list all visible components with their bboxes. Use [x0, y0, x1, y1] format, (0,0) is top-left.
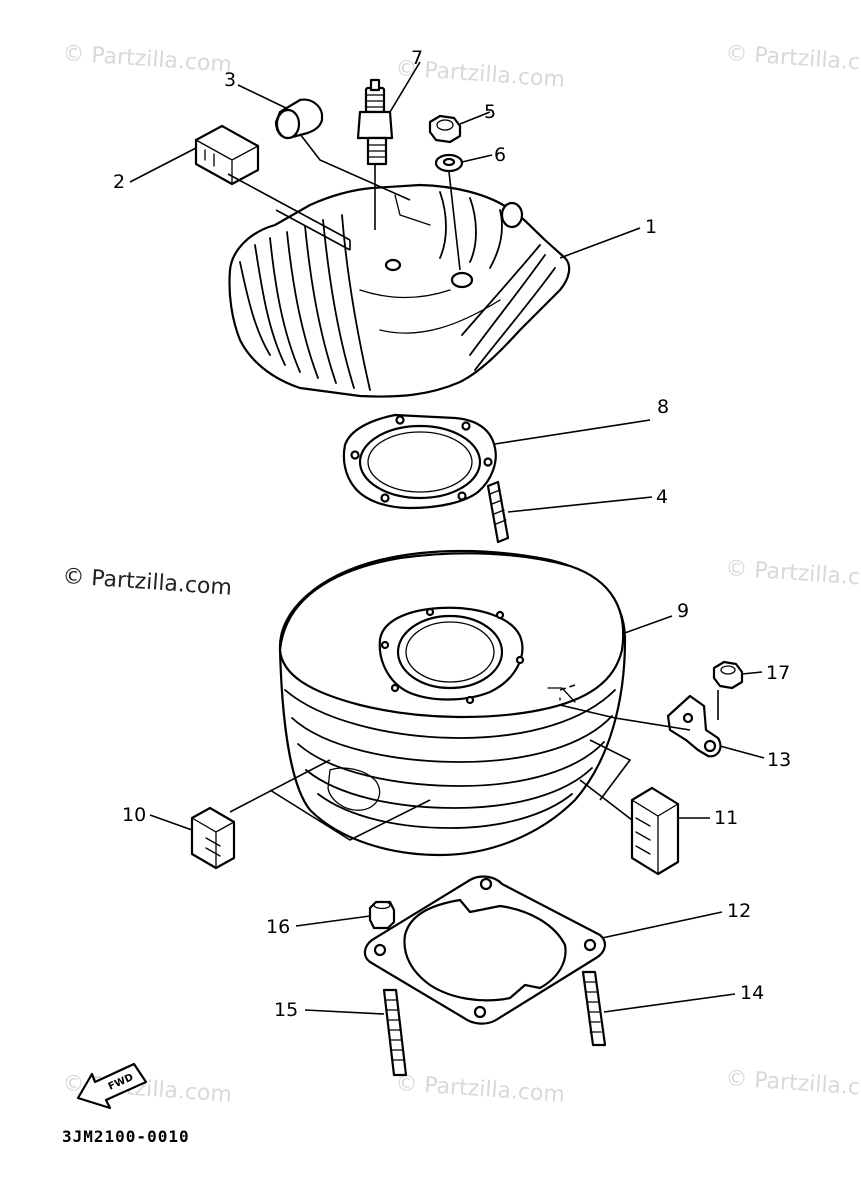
nut-part-17[interactable] [712, 660, 744, 690]
spark-plug-part-7[interactable] [356, 78, 394, 166]
fwd-arrow-icon: FWD [76, 1062, 148, 1110]
cylinder-part-9[interactable] [278, 549, 627, 857]
callout-14: 14 [740, 982, 764, 1004]
stud-bolt-part-15[interactable] [382, 988, 408, 1077]
watermark-main: © Partzilla.com [62, 564, 233, 601]
callout-12: 12 [727, 900, 751, 922]
collar-part-3[interactable] [274, 98, 324, 140]
callout-6: 6 [494, 144, 506, 166]
callout-3: 3 [224, 69, 236, 91]
cylinder-head[interactable] [228, 183, 571, 398]
callout-16: 16 [266, 916, 290, 938]
callout-9: 9 [677, 600, 689, 622]
stud-bolt-part-14[interactable] [581, 970, 607, 1047]
callout-15: 15 [274, 999, 298, 1021]
callout-17: 17 [766, 662, 790, 684]
callout-8: 8 [657, 396, 669, 418]
callout-4: 4 [656, 486, 668, 508]
watermark: © Partzilla.com [725, 41, 861, 78]
washer-part-6[interactable] [434, 153, 464, 173]
head-gasket-part-8[interactable] [342, 413, 497, 510]
stud-bolt-part-4[interactable] [486, 480, 510, 544]
callout-1: 1 [645, 216, 657, 238]
base-gasket-part-12[interactable] [363, 875, 606, 1025]
nut-part-5[interactable] [428, 114, 462, 144]
callout-11: 11 [714, 807, 738, 829]
watermark: © Partzilla.com [395, 1071, 566, 1108]
bracket-part-13[interactable] [666, 694, 722, 758]
watermark: © Partzilla.com [62, 41, 233, 78]
watermark: © Partzilla.com [725, 1066, 861, 1103]
watermark: © Partzilla.com [725, 556, 861, 593]
damper-part-2[interactable] [194, 124, 260, 186]
diagram-code: 3JM2100-0010 [62, 1127, 190, 1146]
callout-7: 7 [411, 47, 423, 69]
callout-leaders [129, 61, 765, 1015]
callout-5: 5 [484, 101, 496, 123]
dowel-part-16[interactable] [368, 900, 396, 930]
callout-13: 13 [767, 749, 791, 771]
assembly-lines [227, 133, 719, 841]
callout-2: 2 [113, 171, 125, 193]
callout-10: 10 [122, 804, 146, 826]
damper-part-10[interactable] [190, 806, 236, 870]
callout-numbers: 1 2 3 4 5 6 7 8 9 10 11 12 13 14 15 16 1… [113, 47, 791, 1021]
damper-part-11[interactable] [630, 786, 680, 876]
